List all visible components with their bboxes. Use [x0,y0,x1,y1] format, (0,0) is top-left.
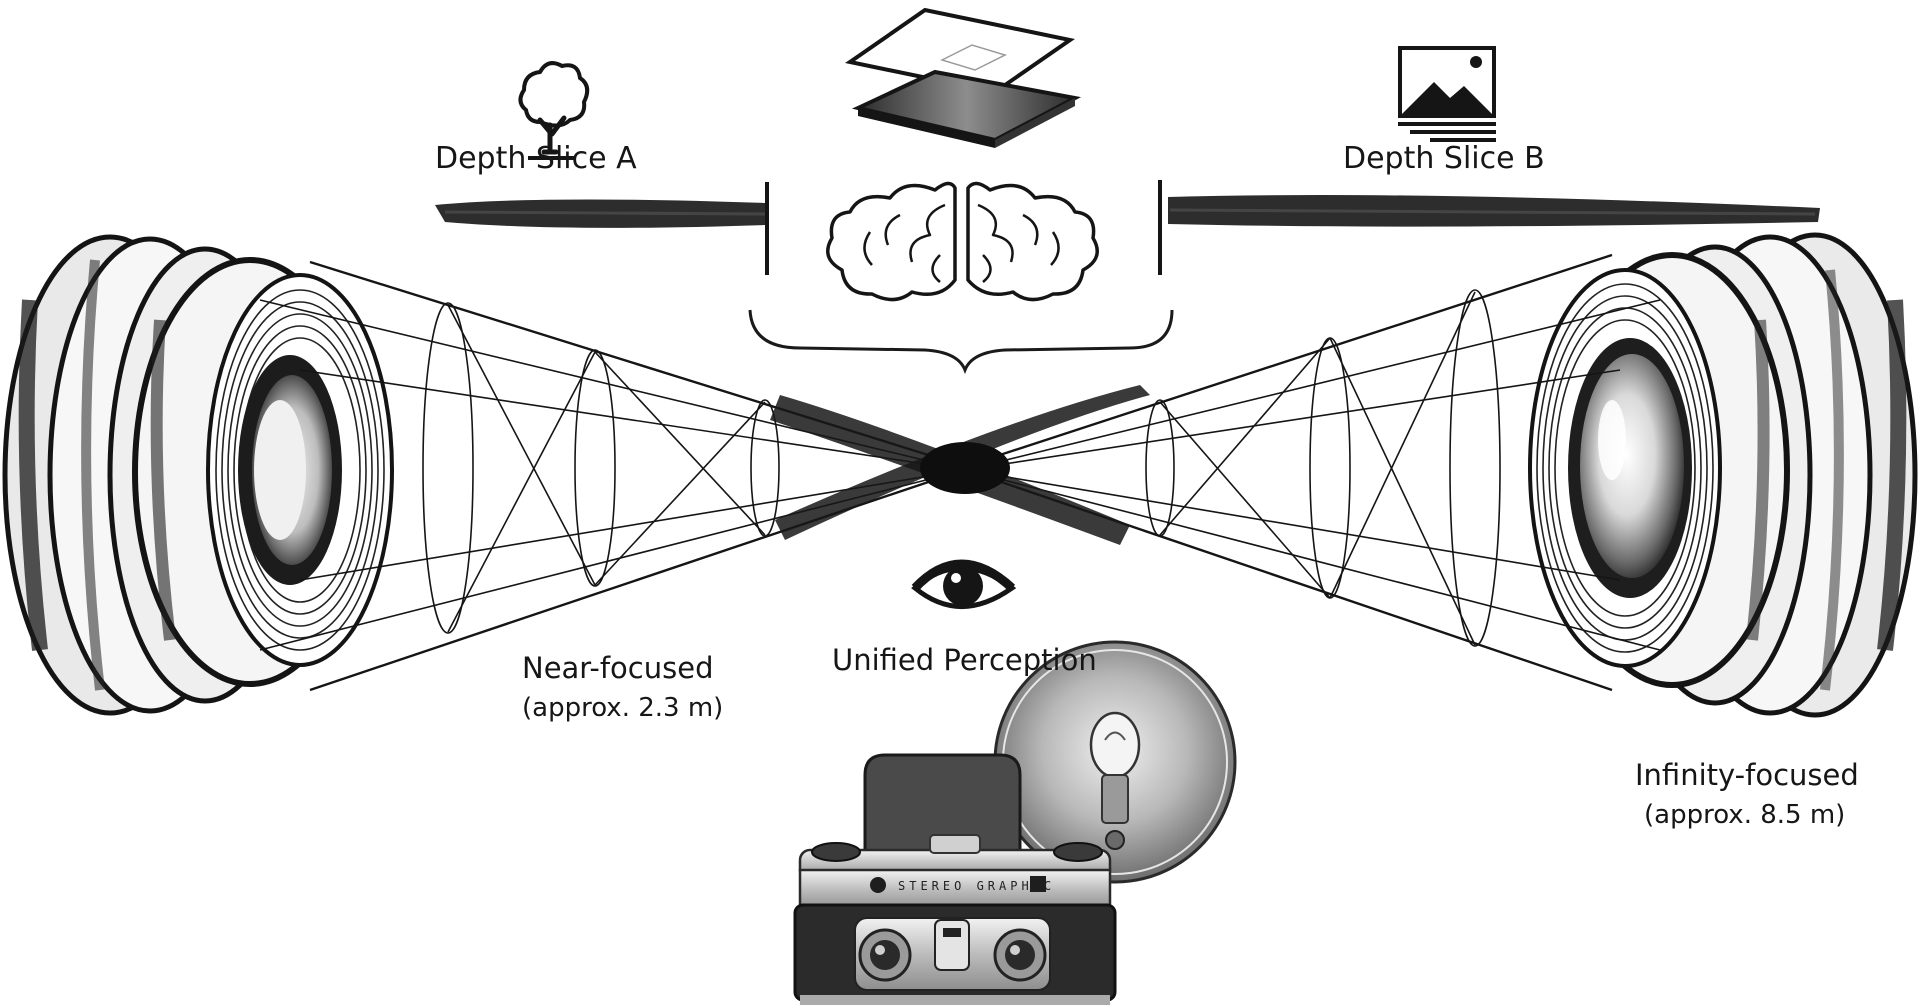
right-lens [1528,232,1918,718]
layers-icon [845,7,1082,148]
curly-brace [748,309,1174,375]
unified-perception-label: Unified Perception [832,643,1097,677]
near-focused-label: Near-focused [522,651,713,685]
near-focused-distance: (approx. 2.3 m) [522,693,723,723]
stereo-camera: STEREO GRAPHIC [793,640,1237,1005]
infinity-focused-label: Infinity-focused [1635,758,1859,792]
left-lens [2,234,394,716]
brush-stroke-right [1168,195,1820,227]
tree-icon [518,61,590,160]
infinity-focused-distance: (approx. 8.5 m) [1644,800,1845,830]
depth-slice-b-label: Depth Slice B [1343,141,1545,176]
brain-icon [826,181,1099,302]
landscape-picture-icon [1398,46,1496,142]
eye-icon [911,559,1017,609]
camera-brand-plate: STEREO GRAPHIC [898,879,1055,893]
brush-crossing [770,385,1150,545]
depth-slice-a-label: Depth Slice A [435,141,637,176]
brush-stroke-left [435,199,766,228]
